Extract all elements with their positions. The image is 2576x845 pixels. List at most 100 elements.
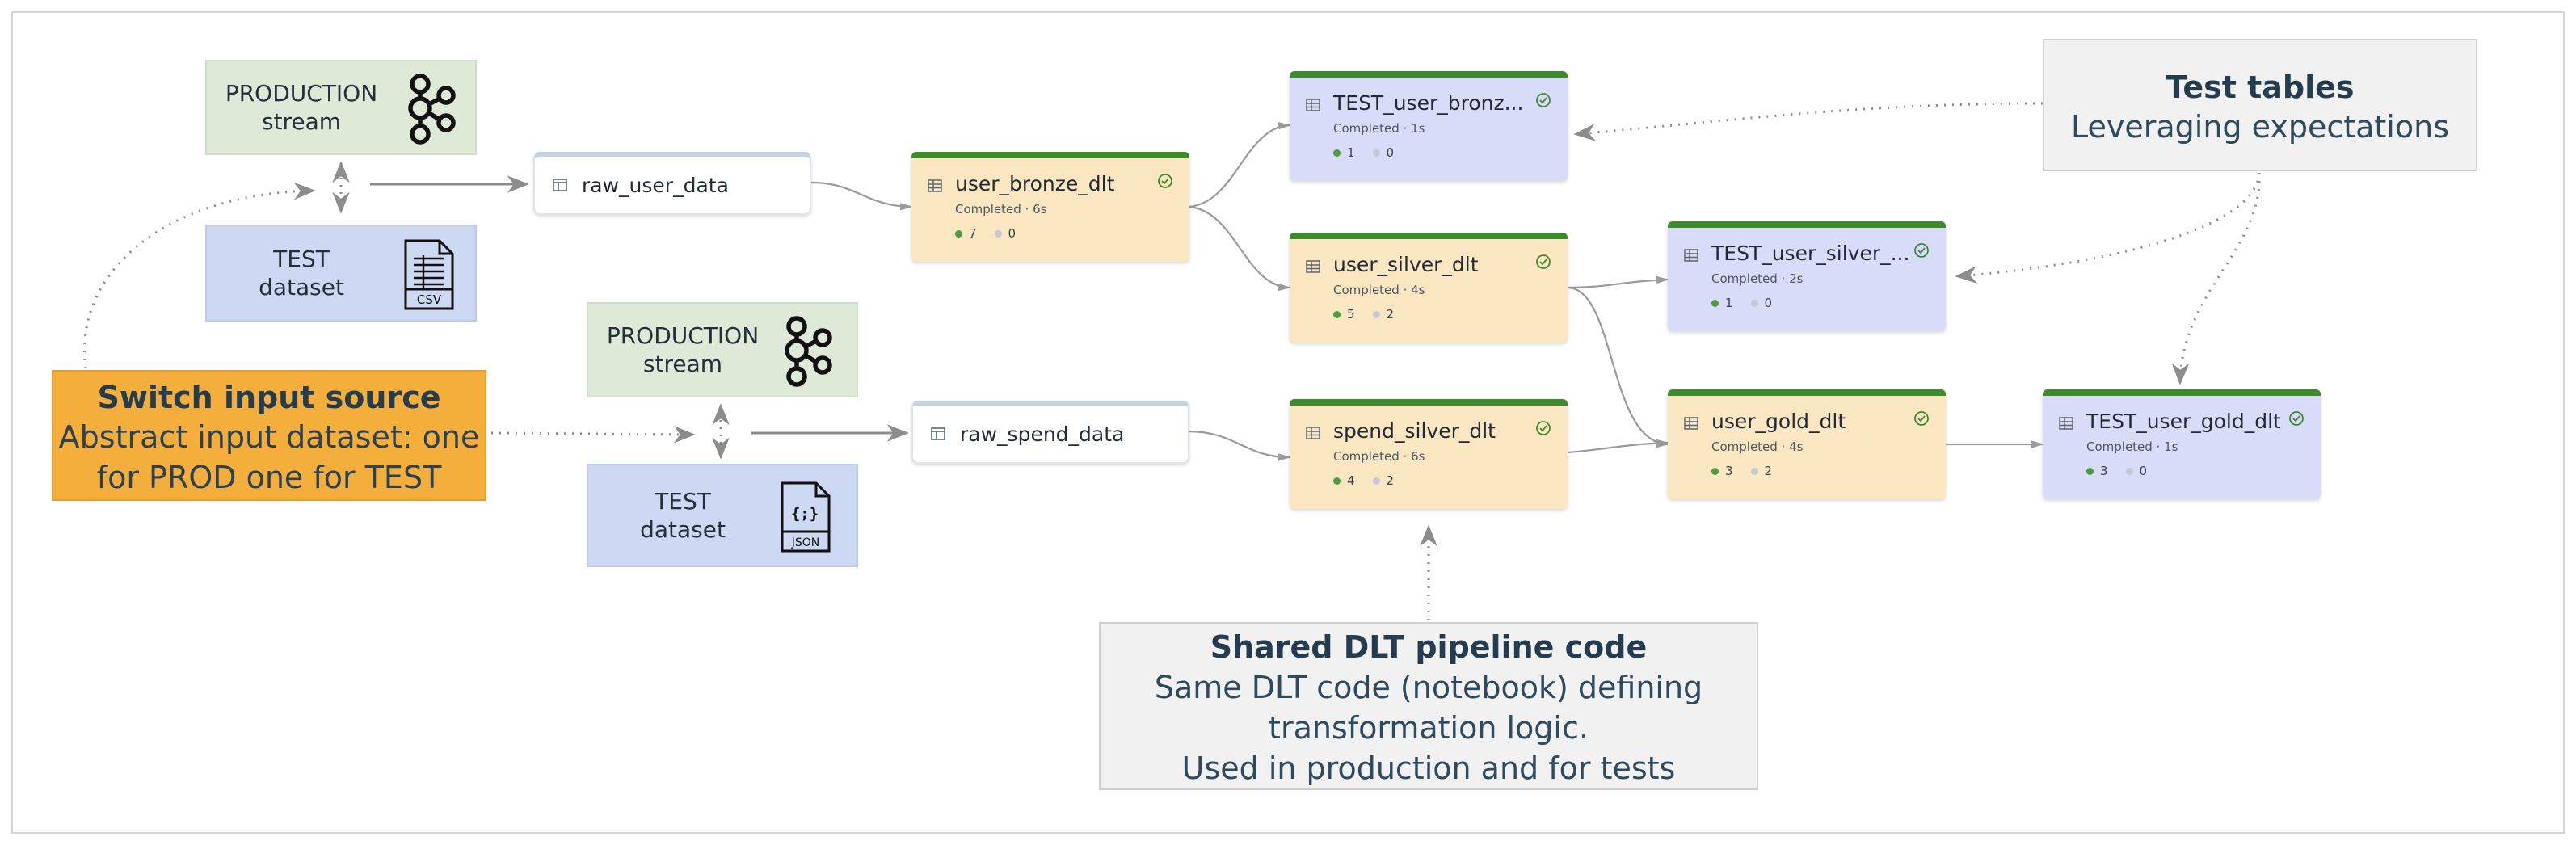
- passed-count: 1: [1347, 145, 1355, 160]
- csv-file-icon: CSV: [404, 239, 454, 310]
- check-circle-icon: [1536, 93, 1551, 107]
- source-label: TEST dataset: [225, 245, 378, 301]
- failed-count: 0: [2139, 464, 2148, 478]
- failed-dot: [1750, 468, 1758, 475]
- failed-count: 2: [1764, 464, 1773, 478]
- switch-input-source-callout: Switch input source Abstract input datas…: [52, 370, 486, 501]
- status-text: Completed · 2s: [1711, 271, 1804, 286]
- failed-dot: [1372, 149, 1380, 157]
- materialized-table-icon: [2059, 417, 2073, 430]
- production-stream-source-2: PRODUCTION stream: [587, 302, 858, 397]
- passed-dot: [955, 230, 962, 238]
- table-name: TEST_user_bronz...: [1333, 91, 1524, 115]
- table-name: user_gold_dlt: [1711, 410, 1846, 433]
- dlt-table-node-spend-silver[interactable]: spend_silver_dlt Completed · 6s 4 2: [1290, 399, 1568, 509]
- test-dataset-source-1: TEST dataset CSV: [205, 225, 477, 322]
- callout-body-line2: for PROD one for TEST: [96, 460, 442, 495]
- callout-body: Leveraging expectations: [2071, 109, 2449, 145]
- test-dataset-source-2: TEST dataset {;} JSON: [587, 464, 858, 567]
- raw-table-node[interactable]: raw_spend_data: [911, 401, 1189, 464]
- status-text: Completed · 4s: [1711, 439, 1804, 454]
- callout-body-line1: Same DLT code (notebook) defining: [1154, 670, 1703, 705]
- passed-count: 4: [1347, 473, 1355, 488]
- failed-count: 0: [1764, 296, 1773, 310]
- callout-title: Switch input source: [97, 380, 441, 415]
- production-stream-source-1: PRODUCTION stream: [205, 60, 477, 155]
- shared-pipeline-code-callout: Shared DLT pipeline code Same DLT code (…: [1099, 622, 1758, 790]
- status-text: Completed · 6s: [955, 202, 1047, 217]
- passed-dot: [1333, 311, 1341, 318]
- json-icon-text: JSON: [791, 536, 820, 549]
- source-label: TEST dataset: [606, 487, 760, 544]
- table-name: TEST_user_gold_dlt: [2086, 410, 2281, 433]
- passed-dot: [1333, 149, 1341, 157]
- source-line1: TEST: [655, 488, 711, 515]
- table-icon: [931, 427, 945, 440]
- raw-table-name: raw_user_data: [582, 173, 729, 197]
- materialized-table-icon: [1684, 417, 1698, 430]
- table-name: TEST_user_silver_...: [1711, 242, 1910, 265]
- check-circle-icon: [2289, 411, 2304, 426]
- status-text: Completed · 4s: [1333, 283, 1425, 297]
- kafka-icon: [785, 316, 832, 387]
- source-label: PRODUCTION stream: [225, 79, 378, 136]
- materialized-table-icon: [1306, 427, 1320, 439]
- passed-count: 3: [2100, 464, 2108, 478]
- csv-icon-text: CSV: [417, 292, 442, 307]
- callout-title: Shared DLT pipeline code: [1210, 629, 1648, 665]
- source-line1: PRODUCTION: [606, 322, 760, 349]
- diagram-frame: [11, 11, 2565, 834]
- failed-dot: [994, 230, 1002, 238]
- callout-body-line3: Used in production and for tests: [1181, 750, 1676, 786]
- passed-count: 5: [1347, 307, 1355, 322]
- passed-count: 3: [1725, 464, 1733, 478]
- passed-dot: [1333, 477, 1341, 485]
- check-circle-icon: [1536, 421, 1551, 435]
- json-file-icon: {;} JSON: [781, 481, 831, 553]
- table-name: spend_silver_dlt: [1333, 419, 1496, 443]
- check-circle-icon: [1914, 243, 1929, 258]
- failed-dot: [1372, 477, 1380, 485]
- failed-count: 2: [1386, 473, 1395, 488]
- callout-body-line1: Abstract input dataset: one: [58, 419, 480, 455]
- passed-dot: [2086, 468, 2094, 475]
- raw-table-name: raw_spend_data: [960, 422, 1125, 446]
- table-icon: [553, 179, 567, 191]
- status-text: Completed · 6s: [1333, 449, 1425, 464]
- materialized-table-icon: [928, 179, 942, 192]
- raw-table-node[interactable]: raw_user_data: [533, 152, 811, 215]
- status-text: Completed · 1s: [1333, 121, 1425, 136]
- failed-count: 0: [1386, 145, 1395, 160]
- test-tables-callout: Test tables Leveraging expectations: [2043, 39, 2477, 171]
- callout-body-line2: transformation logic.: [1269, 710, 1589, 746]
- failed-dot: [2125, 468, 2133, 475]
- check-circle-icon: [1158, 174, 1172, 188]
- failed-dot: [1750, 300, 1758, 307]
- status-text: Completed · 1s: [2086, 439, 2178, 454]
- source-line2: dataset: [640, 516, 726, 543]
- passed-count: 7: [969, 226, 977, 241]
- source-label: PRODUCTION stream: [606, 322, 760, 378]
- materialized-table-icon: [1306, 260, 1320, 273]
- check-circle-icon: [1914, 411, 1929, 426]
- failed-count: 0: [1008, 226, 1017, 241]
- json-icon-symbol: {;}: [791, 505, 819, 523]
- materialized-table-icon: [1306, 99, 1320, 111]
- table-name: user_silver_dlt: [1333, 253, 1479, 276]
- source-line1: TEST: [273, 246, 330, 272]
- callout-title: Test tables: [2166, 69, 2355, 105]
- kafka-icon: [408, 74, 456, 145]
- table-name: user_bronze_dlt: [955, 172, 1115, 195]
